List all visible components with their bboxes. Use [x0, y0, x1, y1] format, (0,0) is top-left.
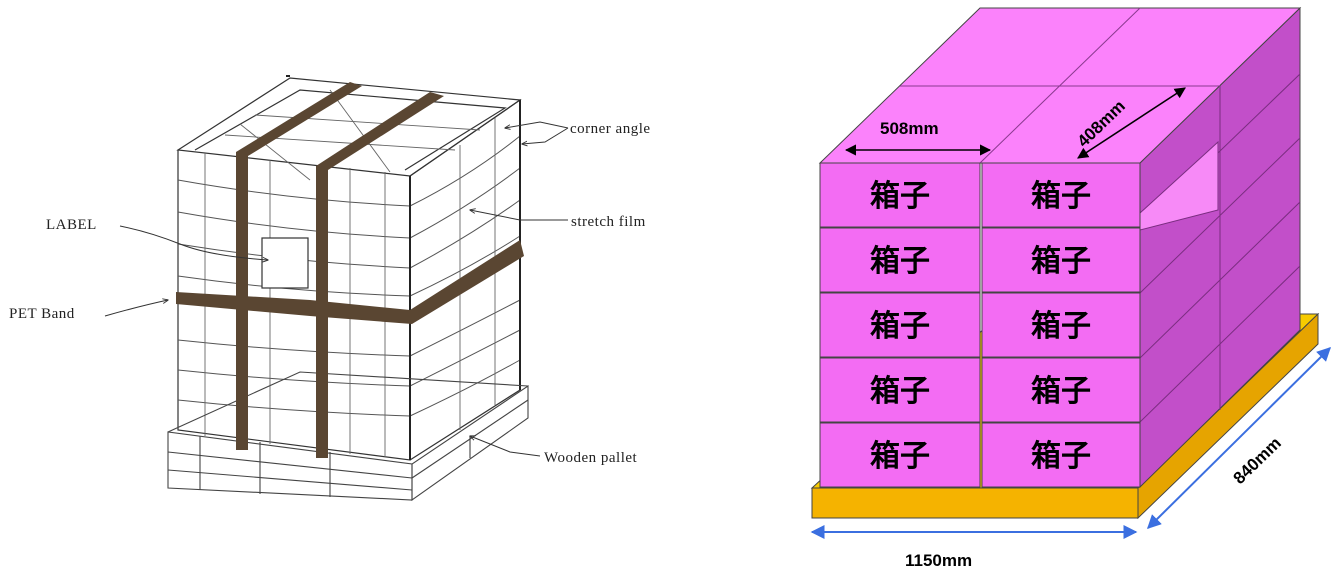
stretch-film-leader: [470, 210, 568, 221]
pallet-front: [811, 487, 1139, 519]
top-face-grid: [224, 89, 481, 181]
pallet-width-label: 840mm: [1230, 433, 1285, 487]
box-label: 箱子: [1031, 179, 1091, 214]
corner-angle-leader-1: [505, 121, 569, 128]
top-grid: [900, 7, 1220, 164]
box-depth-arrow: [1077, 87, 1186, 159]
pallet-width-arrow: [1147, 347, 1331, 529]
corner-angle-label: corner angle: [570, 121, 651, 137]
box-width-label: 508mm: [880, 119, 939, 138]
box-label: 箱子: [1031, 309, 1091, 344]
label-callout: LABEL: [46, 217, 97, 233]
wooden-pallet-leader: [470, 436, 541, 457]
pet-band-label: PET Band: [9, 306, 75, 322]
box-label: 箱子: [870, 374, 930, 409]
stretch-film-label: stretch film: [571, 214, 646, 230]
stretch-film-wraps-front: [177, 179, 411, 417]
box-label: 箱子: [1031, 439, 1091, 474]
wrapped-pallet-drawing: [167, 75, 529, 502]
left-leader-lines: [104, 121, 569, 457]
box-label: 箱子: [870, 244, 930, 279]
stretch-film-wraps-side: [409, 135, 521, 417]
pet-band-leader: [104, 300, 168, 317]
label-patch: [261, 237, 309, 289]
box-label: 箱子: [870, 439, 930, 474]
top-face-inner: [194, 89, 507, 171]
pallet-length-label: 1150mm: [905, 551, 972, 570]
box-label: 箱子: [1031, 374, 1091, 409]
pet-bands: [176, 82, 524, 458]
label-leader: [119, 225, 268, 260]
wooden-pallet-label: Wooden pallet: [544, 450, 638, 466]
box-label: 箱子: [1031, 244, 1091, 279]
stack-front: [819, 162, 1141, 488]
box-label: 箱子: [870, 309, 930, 344]
box-labels: 箱子 箱子 箱子 箱子 箱子 箱子 箱子 箱子 箱子 箱子: [870, 179, 1091, 474]
box-label: 箱子: [870, 179, 930, 214]
corner-angle-leader-2: [522, 127, 569, 144]
